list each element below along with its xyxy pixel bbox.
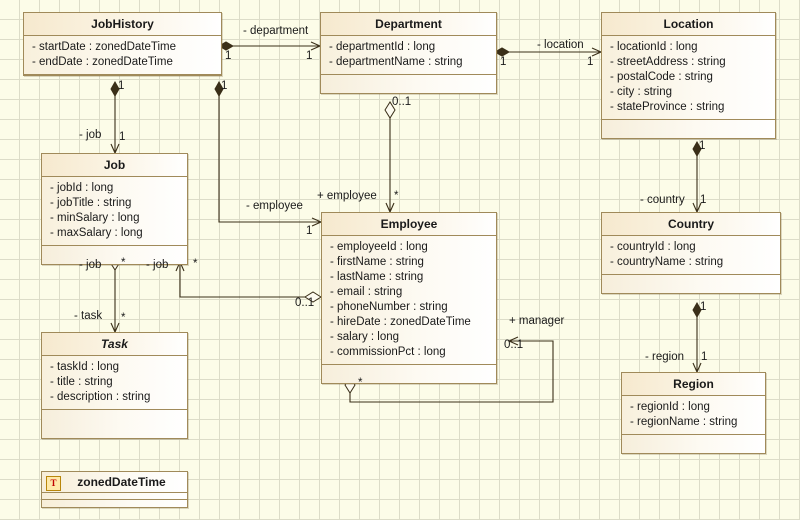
multiplicity-location-country-target: 1 xyxy=(700,194,707,206)
attribute: - stateProvince : string xyxy=(610,101,725,113)
class-attributes-task: - taskId : long - title : string - descr… xyxy=(42,356,187,410)
multiplicity-country-region-target: 1 xyxy=(701,351,708,363)
datatype-attributes-row xyxy=(42,493,187,500)
multiplicity-jobhistory-department-target: 1 xyxy=(306,50,313,62)
multiplicity-jobhistory-employee-source: 1 xyxy=(221,80,228,92)
attribute: - streetAddress : string xyxy=(610,56,726,68)
role-label-job-left: - job xyxy=(79,259,102,271)
role-label-job-top: - job xyxy=(79,129,102,141)
datatype-operations-row xyxy=(42,500,187,507)
multiplicity-job-employee-target: 0..1 xyxy=(295,297,315,309)
class-operations-department xyxy=(321,75,496,93)
multiplicity-jobhistory-department-source: 1 xyxy=(225,50,232,62)
attribute: - endDate : zonedDateTime xyxy=(32,56,173,68)
role-label-job-right: - job xyxy=(146,259,169,271)
attribute: - firstName : string xyxy=(330,256,424,268)
attribute: - jobId : long xyxy=(50,182,114,194)
class-title-jobhistory: JobHistory xyxy=(24,13,221,36)
datatype-title-zoneddatetime: T zonedDateTime xyxy=(42,472,187,493)
attribute: - regionId : long xyxy=(630,401,710,413)
multiplicity-department-location-source: 1 xyxy=(500,56,507,68)
role-label-employee: - employee xyxy=(246,200,303,212)
role-label-department: - department xyxy=(243,25,309,37)
attribute: - description : string xyxy=(50,391,151,403)
class-attributes-region: - regionId : long - regionName : string xyxy=(622,396,765,435)
multiplicity-jobhistory-employee-target: 1 xyxy=(306,225,313,237)
role-label-employee-plus: + employee xyxy=(317,190,377,202)
class-box-location[interactable]: Location - locationId : long - streetAdd… xyxy=(601,12,776,139)
attribute: - city : string xyxy=(610,86,672,98)
multiplicity-department-location-target: 1 xyxy=(587,56,594,68)
attribute: - startDate : zonedDateTime xyxy=(32,41,177,53)
attribute: - departmentId : long xyxy=(329,41,436,53)
class-box-region[interactable]: Region - regionId : long - regionName : … xyxy=(621,372,766,454)
class-title-employee: Employee xyxy=(322,213,496,236)
attribute: - taskId : long xyxy=(50,361,120,373)
attribute: - employeeId : long xyxy=(330,241,428,253)
class-operations-region xyxy=(622,435,765,453)
class-title-task: Task xyxy=(42,333,187,356)
attribute: - departmentName : string xyxy=(329,56,463,68)
attribute: - postalCode : string xyxy=(610,71,713,83)
class-box-task[interactable]: Task - taskId : long - title : string - … xyxy=(41,332,188,439)
multiplicity-department-employee-target: * xyxy=(394,190,399,202)
datatype-box-zoneddatetime[interactable]: T zonedDateTime xyxy=(41,471,188,508)
class-box-jobhistory[interactable]: JobHistory - startDate : zonedDateTime -… xyxy=(23,12,222,76)
class-title-location: Location xyxy=(602,13,775,36)
class-attributes-country: - countryId : long - countryName : strin… xyxy=(602,236,780,275)
multiplicity-department-employee-source: 0..1 xyxy=(392,96,412,108)
class-attributes-job: - jobId : long - jobTitle : string - min… xyxy=(42,177,187,246)
attribute: - email : string xyxy=(330,286,403,298)
class-box-department[interactable]: Department - departmentId : long - depar… xyxy=(320,12,497,94)
class-attributes-department: - departmentId : long - departmentName :… xyxy=(321,36,496,75)
attribute: - maxSalary : long xyxy=(50,227,143,239)
class-box-job[interactable]: Job - jobId : long - jobTitle : string -… xyxy=(41,153,188,265)
class-attributes-location: - locationId : long - streetAddress : st… xyxy=(602,36,775,120)
attribute: - commissionPct : long xyxy=(330,346,446,358)
multiplicity-jobhistory-job-target: 1 xyxy=(119,131,126,143)
attribute: - jobTitle : string xyxy=(50,197,132,209)
role-label-country: - country xyxy=(640,194,685,206)
class-title-job: Job xyxy=(42,154,187,177)
class-box-country[interactable]: Country - countryId : long - countryName… xyxy=(601,212,781,294)
attribute: - title : string xyxy=(50,376,113,388)
attribute: - hireDate : zonedDateTime xyxy=(330,316,471,328)
multiplicity-employee-manager-source: 0..1 xyxy=(504,339,524,351)
attribute: - countryName : string xyxy=(610,256,724,268)
attribute: - lastName : string xyxy=(330,271,424,283)
multiplicity-job-task-target: * xyxy=(121,312,126,324)
attribute: - salary : long xyxy=(330,331,400,343)
multiplicity-job-employee-source: * xyxy=(193,258,198,270)
attribute: - countryId : long xyxy=(610,241,696,253)
attribute: - regionName : string xyxy=(630,416,738,428)
attribute: - minSalary : long xyxy=(50,212,140,224)
multiplicity-country-region-source: 1 xyxy=(700,301,707,313)
multiplicity-location-country-source: 1 xyxy=(699,140,706,152)
role-label-region: - region xyxy=(645,351,684,363)
class-attributes-jobhistory: - startDate : zonedDateTime - endDate : … xyxy=(24,36,221,75)
class-title-department: Department xyxy=(321,13,496,36)
class-operations-location xyxy=(602,120,775,138)
attribute: - locationId : long xyxy=(610,41,698,53)
role-label-manager: + manager xyxy=(509,315,565,327)
class-operations-employee xyxy=(322,365,496,383)
class-title-country: Country xyxy=(602,213,780,236)
class-box-employee[interactable]: Employee - employeeId : long - firstName… xyxy=(321,212,497,384)
class-operations-job xyxy=(42,246,187,264)
class-title-region: Region xyxy=(622,373,765,396)
multiplicity-job-task-source: * xyxy=(121,257,126,269)
class-operations-country xyxy=(602,275,780,293)
attribute: - phoneNumber : string xyxy=(330,301,448,313)
class-attributes-employee: - employeeId : long - firstName : string… xyxy=(322,236,496,365)
role-label-location: - location xyxy=(537,39,584,51)
class-operations-task xyxy=(42,410,187,438)
multiplicity-employee-manager-target: * xyxy=(358,377,363,389)
composition-diamond-department-location xyxy=(493,47,511,57)
datatype-t-icon: T xyxy=(46,476,61,491)
datatype-label: zonedDateTime xyxy=(77,475,166,489)
role-label-task: - task xyxy=(74,310,103,322)
multiplicity-jobhistory-job-source: 1 xyxy=(118,80,125,92)
